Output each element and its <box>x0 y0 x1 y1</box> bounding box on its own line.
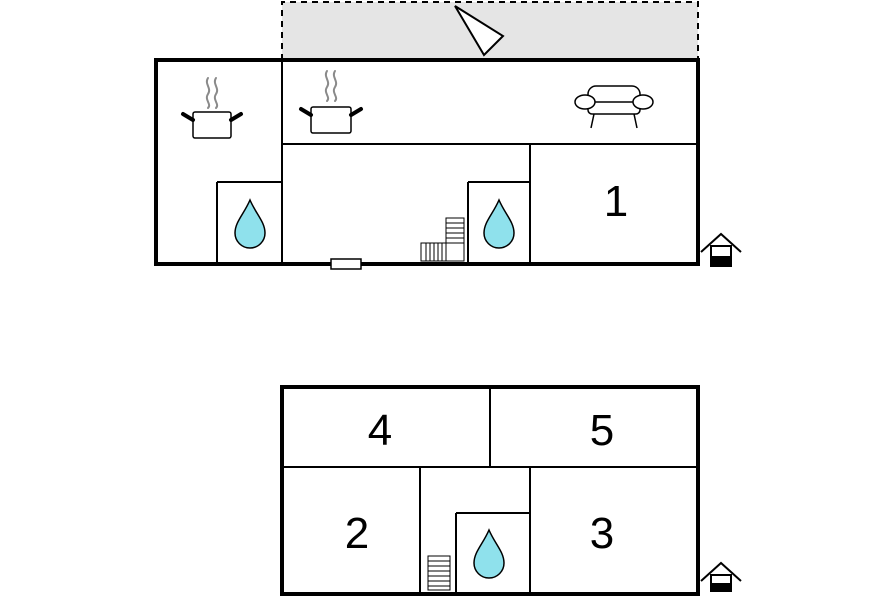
upper-floor: 4 5 2 3 <box>280 385 742 596</box>
room-number-3: 3 <box>590 509 614 558</box>
cooking-pot-icon <box>299 70 363 134</box>
compass-arrow-icon <box>454 5 505 57</box>
stairs-icon <box>420 217 465 262</box>
room-number-2: 2 <box>345 509 369 558</box>
water-drop-icon <box>483 198 515 249</box>
water-drop-icon <box>473 528 505 579</box>
water-drop-icon <box>234 198 266 249</box>
ground-floor-window <box>330 258 362 270</box>
cooking-pot-icon <box>181 77 243 139</box>
terrace-outline <box>281 1 699 60</box>
house-entrance-icon <box>700 232 742 267</box>
upper-floor-inner-walls <box>282 387 698 594</box>
ground-floor-outline <box>154 58 700 266</box>
ground-floor: 1 <box>154 1 742 270</box>
room-number-1: 1 <box>604 177 628 226</box>
room-number-4: 4 <box>368 406 392 455</box>
stairs-icon <box>427 555 451 591</box>
ground-floor-inner-walls <box>216 60 698 264</box>
house-entrance-icon <box>700 561 742 592</box>
room-number-5: 5 <box>590 406 614 455</box>
sofa-icon <box>574 85 654 129</box>
